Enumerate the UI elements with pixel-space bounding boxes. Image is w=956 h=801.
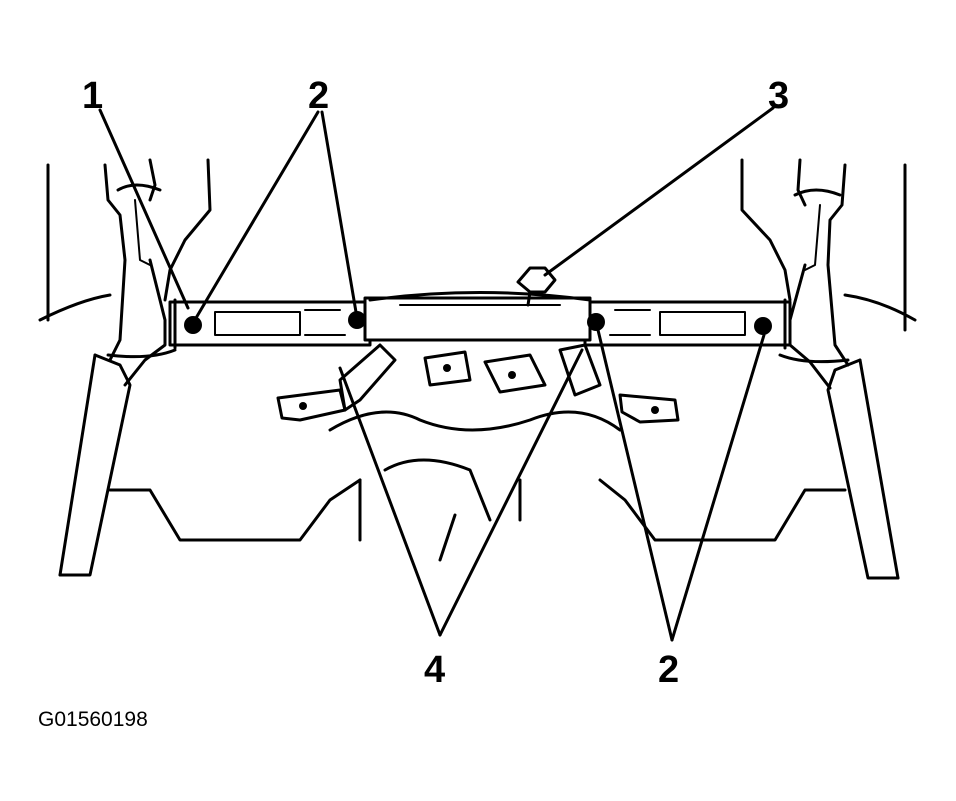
callout-1: 1: [82, 75, 103, 117]
callout-2-bottom: 2: [658, 649, 679, 691]
bolt-right-outer: [754, 317, 772, 335]
leader-1: [98, 108, 190, 310]
crossmember-bolts: [184, 311, 772, 335]
bolt-right-inner: [587, 313, 605, 331]
mounting-brackets: [276, 343, 680, 424]
leader-3: [543, 106, 775, 277]
crossmember: [168, 291, 792, 350]
leader-2-bottom-right: [670, 333, 766, 642]
callout-3: 3: [768, 75, 789, 117]
leader-lines: [98, 106, 775, 642]
leader-2-top-left: [194, 110, 320, 320]
figure-code: G01560198: [38, 708, 148, 731]
left-body-panel: [38, 158, 212, 577]
leader-4-right: [438, 348, 584, 637]
bolt-left-inner: [348, 311, 366, 329]
callout-2-top: 2: [308, 75, 329, 117]
leader-2-bottom-left: [596, 328, 674, 642]
leader-4-left: [338, 366, 442, 637]
leader-2-top-right: [320, 110, 358, 314]
right-body-panel: [740, 158, 917, 580]
rear-floor-outline: [108, 410, 847, 562]
callout-4: 4: [424, 649, 445, 691]
bolt-left-outer: [184, 316, 202, 334]
